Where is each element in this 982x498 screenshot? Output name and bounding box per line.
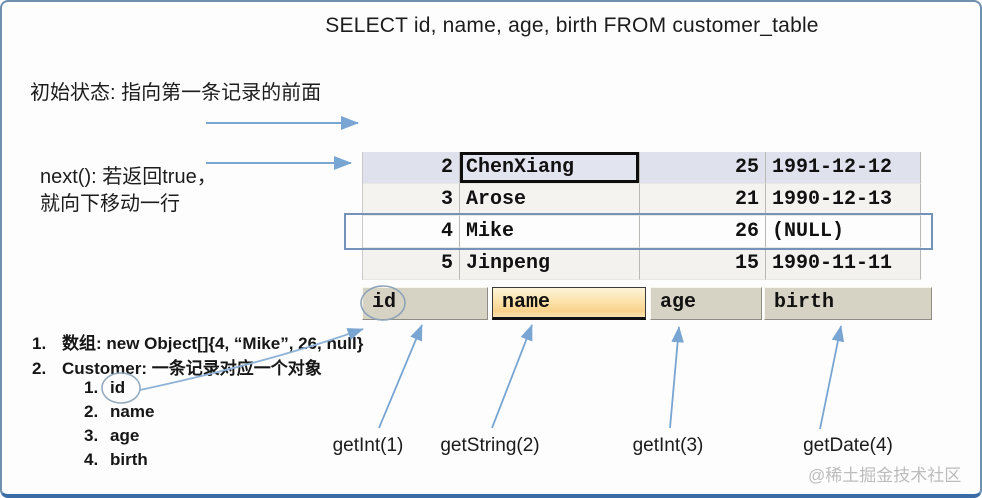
note-text: Customer: 一条记录对应一个对象: [62, 359, 322, 378]
field-label: name: [110, 402, 155, 421]
next-method-line2: 就向下移动一行: [40, 193, 180, 215]
field-item-birth: 4. birth: [84, 450, 148, 470]
field-number: 2.: [84, 402, 99, 421]
grid-cell-id: 3: [363, 184, 460, 216]
grid-cell-age: 21: [640, 184, 766, 216]
column-header-age: age: [650, 287, 762, 320]
grid-cell-name: Jinpeng: [460, 248, 640, 280]
getter-label-getdate4: getDate(4): [803, 435, 893, 456]
sql-statement-title: SELECT id, name, age, birth FROM custome…: [325, 14, 819, 37]
field-label: id: [110, 378, 126, 397]
field-item-age: 3. age: [84, 426, 139, 446]
grid-cell-name: Arose: [460, 184, 640, 216]
field-label: birth: [110, 450, 148, 469]
getint3-arrow: [669, 326, 684, 429]
note-number: 1.: [32, 334, 47, 353]
column-header-birth: birth: [764, 287, 932, 320]
field-number: 4.: [84, 450, 99, 469]
field-label: age: [110, 426, 140, 445]
field-item-id: 1. id: [84, 378, 125, 398]
grid-cell-id: 5: [363, 248, 460, 280]
column-header-id: id: [362, 287, 488, 320]
next-method-line1: next(): 若返回true，: [40, 166, 217, 188]
getint1-arrow: [378, 324, 423, 429]
column-header-name-highlighted: name: [492, 287, 646, 320]
grid-cell-name-selected: ChenXiang: [460, 152, 640, 184]
column-header-row: id name age birth: [362, 287, 932, 320]
grid-cell-birth: 1990-11-11: [766, 248, 921, 280]
grid-cell-age: 26: [640, 216, 766, 248]
getter-label-getint3: getInt(3): [632, 435, 704, 456]
initial-state-label: 初始状态: 指向第一条记录的前面: [30, 82, 322, 104]
grid-cell-birth: 1991-12-12: [766, 152, 921, 184]
grid-cell-id: 4: [363, 216, 460, 248]
note-customer: 2. Customer: 一条记录对应一个对象: [32, 354, 322, 379]
grid-cell-name: Mike: [460, 216, 640, 248]
note-array: 1. 数组: new Object[]{4, “Mike”, 26, null}: [32, 329, 363, 354]
grid-cell-id: 2: [363, 152, 460, 184]
next-method-label: next(): 若返回true， 就向下移动一行: [40, 164, 217, 218]
note-number: 2.: [32, 359, 47, 378]
getdate4-arrow: [819, 325, 845, 430]
grid-cell-age: 25: [640, 152, 766, 184]
grid-cell-birth: 1990-12-13: [766, 184, 921, 216]
grid-cell-birth: (NULL): [766, 216, 921, 248]
watermark-text: @稀土掘金技术社区: [808, 466, 962, 485]
field-item-name: 2. name: [84, 402, 154, 422]
grid-cell-age: 15: [640, 248, 766, 280]
note-text: 数组: new Object[]{4, “Mike”, 26, null}: [62, 334, 364, 353]
getstring2-arrow: [491, 324, 533, 429]
result-grid: 2 ChenXiang 25 1991-12-12 3 Arose 21 199…: [362, 152, 921, 280]
getter-label-getint1: getInt(1): [332, 435, 404, 456]
field-number: 1.: [84, 378, 99, 397]
field-number: 3.: [84, 426, 99, 445]
getter-label-getstring2: getString(2): [440, 435, 540, 456]
